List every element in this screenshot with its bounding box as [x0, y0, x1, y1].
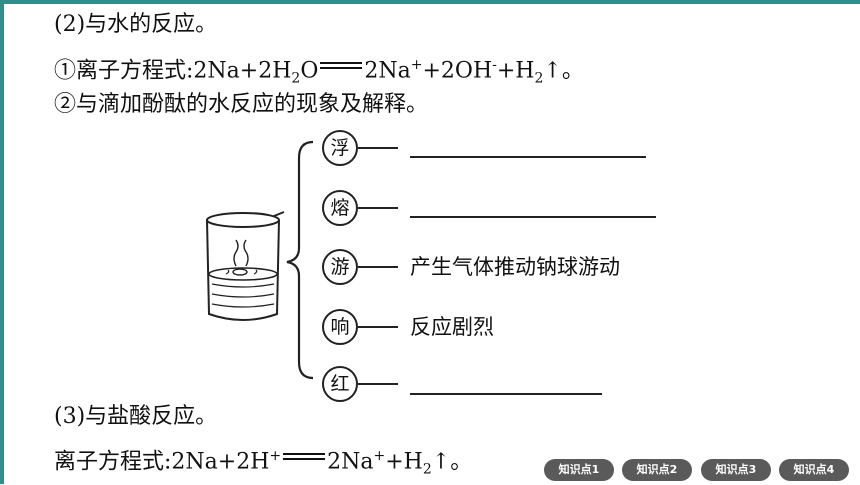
beaker-illustration [206, 211, 285, 321]
eq-sup: + [373, 448, 386, 464]
equation-label: 离子方程式: [54, 449, 172, 475]
phenomena-heading: ②与滴加酚酞的水反应的现象及解释。 [54, 90, 428, 120]
phenomenon-char: 响 [330, 316, 350, 338]
equals-sign [318, 50, 364, 80]
phenomenon-float-circle: 浮 [322, 130, 358, 166]
eq-right-a: 2Na [327, 449, 374, 475]
connector-line [358, 147, 398, 149]
phenomenon-melt-circle: 熔 [322, 190, 358, 226]
eq-right-b: +H [385, 449, 423, 475]
ionic-equation-acid: 离子方程式:2Na+2H+2Na++H2↑。 [54, 441, 472, 485]
curly-bracket [286, 140, 314, 380]
eq-left: 2Na+2H [171, 449, 270, 475]
answer-blank-melt [410, 216, 656, 218]
phenomenon-red-circle: 红 [322, 366, 358, 402]
eq-sub: 2 [534, 70, 544, 87]
eq-right-d: ↑。 [543, 58, 584, 84]
eq-sup: + [410, 57, 423, 73]
phenomenon-char: 熔 [330, 197, 350, 219]
equation-label: ①离子方程式: [54, 58, 194, 84]
connector-line [358, 326, 398, 328]
nav-knowledge-point-1[interactable]: 知识点1 [544, 459, 614, 481]
answer-blank-red [410, 393, 602, 395]
nav-knowledge-point-4[interactable]: 知识点4 [779, 459, 849, 481]
phenomena-text: ②与滴加酚酞的水反应的现象及解释。 [54, 92, 429, 117]
answer-blank-float [410, 156, 646, 158]
heading-acid-reaction: (3)与盐酸反应。 [54, 402, 217, 432]
connector-line [358, 266, 398, 268]
eq-right-b: +2OH [422, 58, 493, 84]
eq-sup: - [492, 57, 497, 73]
eq-sub: 2 [422, 461, 432, 478]
eq-sup: + [269, 448, 282, 464]
eq-right-a: 2Na [364, 58, 411, 84]
top-frame-bar [0, 0, 860, 4]
heading-water-reaction: (2)与水的反应。 [54, 10, 217, 40]
heading-text: (2)与水的反应。 [54, 12, 218, 37]
eq-sub: 2 [291, 70, 301, 87]
left-frame-bar [0, 0, 4, 484]
eq-right-c: +H [496, 58, 535, 84]
phenomenon-swim-circle: 游 [322, 249, 358, 285]
phenomenon-sound-circle: 响 [322, 309, 358, 345]
eq-left-tail: O [300, 58, 319, 84]
eq-right-c: ↑。 [431, 449, 473, 475]
nav-knowledge-point-2[interactable]: 知识点2 [622, 459, 692, 481]
phenomenon-swim-desc: 产生气体推动钠球游动 [410, 255, 620, 279]
phenomenon-char: 浮 [330, 137, 350, 159]
phenomenon-char: 游 [330, 256, 350, 278]
connector-line [358, 383, 398, 385]
heading-text: (3)与盐酸反应。 [54, 404, 218, 429]
eq-left: 2Na+2H [193, 58, 292, 84]
nav-knowledge-point-3[interactable]: 知识点3 [701, 459, 771, 481]
phenomenon-sound-desc: 反应剧烈 [410, 315, 494, 339]
equals-sign [281, 441, 327, 471]
phenomenon-char: 红 [330, 373, 350, 395]
connector-line [358, 207, 398, 209]
